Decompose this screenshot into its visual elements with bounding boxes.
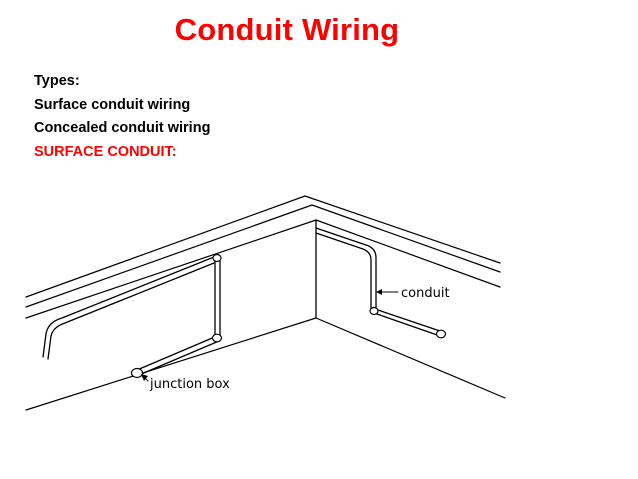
ceiling-edge-outer: [25, 195, 501, 298]
conduit-to-junction-a: [136, 335, 218, 371]
fitting-right: [369, 306, 379, 316]
junction-arrowhead: [141, 374, 148, 381]
types-label: Types:: [34, 73, 80, 89]
ceiling-edge-middle: [25, 204, 501, 308]
conduit-right-lower-b: [376, 313, 441, 337]
conduit-right-lower-a: [374, 308, 441, 332]
conduit-right-top: [315, 227, 377, 312]
fitting-mid-left: [211, 333, 223, 343]
surface-conduit-wiring-item: Surface conduit wiring: [34, 96, 191, 113]
concealed-conduit-wiring-item: Concealed conduit wiring: [34, 120, 211, 136]
fitting-top-left: [212, 253, 222, 263]
content-text: Types: Surface conduit wiring Concealed …: [34, 70, 210, 164]
junction-box: [130, 367, 144, 379]
slide-title: Conduit Wiring: [174, 12, 400, 47]
conduit-runs: [42, 227, 441, 376]
fittings: [130, 253, 447, 379]
conduit-label: conduit: [401, 286, 450, 301]
junction-box-label: junction box: [149, 377, 230, 392]
conduit-arrowhead: [376, 289, 382, 295]
floor-line-left: [25, 317, 317, 411]
conduit-right-top-inner: [315, 232, 372, 312]
outlet-box-right: [435, 329, 447, 339]
conduit-left-top: [42, 256, 215, 358]
floor-line-right: [315, 317, 506, 399]
conduit-left-top-inner: [47, 262, 215, 360]
surface-conduit-heading: SURFACE CONDUIT:: [34, 143, 177, 160]
conduit-to-junction-b: [138, 340, 220, 376]
